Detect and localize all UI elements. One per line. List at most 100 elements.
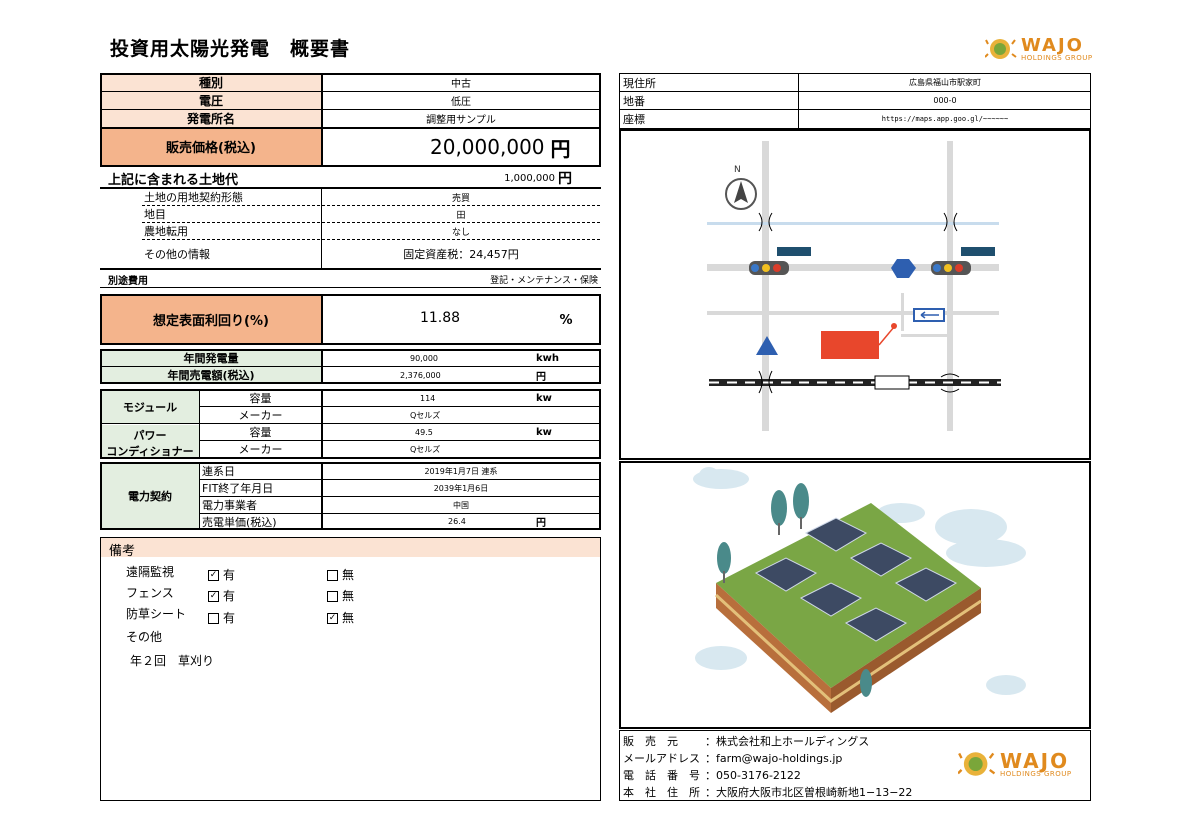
notes-title: 備考 xyxy=(109,544,136,559)
location-divider xyxy=(798,73,799,129)
equipment-divider-2 xyxy=(321,389,323,459)
north-label: N xyxy=(734,165,741,175)
coord-label: 座標 xyxy=(623,113,645,126)
remote-no-checkbox[interactable] xyxy=(327,570,338,581)
land-unit: 円 xyxy=(558,171,572,187)
pcs-cap-value: 49.5 xyxy=(415,427,433,437)
power-company-label: 電力事業者 xyxy=(202,499,257,512)
site-illustration-panel xyxy=(619,461,1091,729)
tel-label: 電 話 番 号 xyxy=(623,769,700,782)
fence-yes-text: 有 xyxy=(223,589,236,603)
pcs-maker-value: Qセルズ xyxy=(410,444,441,454)
lot-label: 地番 xyxy=(623,94,645,108)
annual-sales-label: 年間売電額(税込) xyxy=(101,367,321,383)
power-date-label: 連系日 xyxy=(202,465,235,478)
weed-no-checkbox[interactable]: ✓ xyxy=(327,613,338,624)
annual-sales-unit: 円 xyxy=(536,371,546,383)
fence-yes-option[interactable]: ✓有 xyxy=(208,587,235,604)
remote-yes-option[interactable]: ✓有 xyxy=(208,566,235,583)
module-cap-unit: kw xyxy=(536,392,552,404)
basic-table-border xyxy=(100,73,601,167)
weed-yes-text: 有 xyxy=(223,611,236,625)
land-contract-value: 売買 xyxy=(451,193,470,204)
basic-divider xyxy=(321,73,323,167)
voltage-value: 低圧 xyxy=(451,97,471,108)
fence-no-option[interactable]: 無 xyxy=(327,587,354,604)
power-price-value: 26.4 xyxy=(448,517,466,526)
logo-sub: HOLDINGS GROUP xyxy=(1021,53,1093,62)
footer-logo-name: WAJO xyxy=(1000,748,1070,773)
mail-value[interactable]: ：farm@wajo-holdings.jp xyxy=(705,752,843,765)
solar-farm-illustration xyxy=(693,467,1026,713)
fence-yes-checkbox[interactable]: ✓ xyxy=(208,591,219,602)
land-conversion-label: 農地転用 xyxy=(144,225,188,238)
equipment-divider-1 xyxy=(199,389,200,459)
land-line xyxy=(100,187,601,189)
weed-yes-checkbox[interactable] xyxy=(208,613,219,624)
seller-value: ：株式会社和上ホールディングス xyxy=(705,735,870,748)
pcs-label-2: コンディショナー xyxy=(106,445,194,458)
extra-cost-label: 別途費用 xyxy=(108,275,148,287)
plant-value: 調整用サンプル xyxy=(426,115,496,126)
fence-no-checkbox[interactable] xyxy=(327,591,338,602)
voltage-label: 電圧 xyxy=(101,92,321,109)
wajo-logo-icon xyxy=(985,39,1017,59)
module-cap-label: 容量 xyxy=(249,392,272,405)
mail-label: メールアドレス xyxy=(623,752,700,765)
power-price-label: 売電単価(税込) xyxy=(202,515,277,529)
module-maker-value: Qセルズ xyxy=(410,410,441,420)
land-contract-label: 土地の用地契約形態 xyxy=(144,191,243,204)
notes-header: 備考 xyxy=(101,538,600,559)
land-other-label: その他の情報 xyxy=(144,248,210,261)
north-compass-icon xyxy=(725,178,757,210)
module-cap-value: 114 xyxy=(420,393,436,403)
location-border xyxy=(619,73,1091,129)
yield-value: 11.88 xyxy=(419,310,461,326)
location-line-1 xyxy=(619,91,1091,92)
coord-value[interactable]: https://maps.app.goo.gl/~~~~~~ xyxy=(881,115,1009,123)
land-other-value: 固定資産税：24,457円 xyxy=(403,248,519,261)
land-divider xyxy=(321,189,322,269)
hq-value: ：大阪府大阪市北区曽根崎新地1−13−22 xyxy=(705,786,913,799)
weed-yes-option[interactable]: 有 xyxy=(208,609,235,626)
footer-logo-sub: HOLDINGS GROUP xyxy=(1000,769,1072,778)
land-dash-1 xyxy=(142,205,600,206)
pcs-label-1: パワー xyxy=(133,429,167,442)
equipment-line-3 xyxy=(199,440,601,441)
module-maker-label: メーカー xyxy=(238,409,283,422)
pcs-cap-unit: kw xyxy=(536,426,552,438)
land-category-label: 地目 xyxy=(144,208,166,221)
yield-unit: % xyxy=(559,312,573,328)
map-panel: N xyxy=(619,129,1091,460)
addr-value: 広島県福山市駅家町 xyxy=(909,78,981,87)
tel-value[interactable]: ：050-3176-2122 xyxy=(705,769,801,782)
equipment-line-1 xyxy=(199,406,601,407)
weed-no-option[interactable]: ✓無 xyxy=(327,609,354,626)
land-conversion-value: なし xyxy=(451,227,470,238)
land-category-value: 田 xyxy=(456,210,466,221)
plant-label: 発電所名 xyxy=(101,110,321,127)
extra-bottom-line xyxy=(100,287,601,288)
land-value: 1,000,000 xyxy=(504,173,555,184)
footer-wajo-logo-icon xyxy=(958,752,996,776)
type-value: 中古 xyxy=(451,79,471,90)
remote-yes-text: 有 xyxy=(223,568,236,582)
remote-label: 遠隔監視 xyxy=(126,565,175,579)
price-value: 20,000,000 xyxy=(430,135,545,159)
annual-line xyxy=(100,366,601,367)
location-line-2 xyxy=(619,109,1091,110)
power-line-2 xyxy=(199,496,601,497)
page-title: 投資用太陽光発電 概要書 xyxy=(110,38,351,60)
power-line-1 xyxy=(199,479,601,480)
land-dash-2 xyxy=(142,222,600,223)
remote-yes-checkbox[interactable]: ✓ xyxy=(208,570,219,581)
type-label: 種別 xyxy=(101,74,321,91)
power-line-3 xyxy=(199,513,601,514)
price-unit: 円 xyxy=(550,136,571,161)
yield-label: 想定表面利回り(%) xyxy=(101,295,321,344)
remote-no-option[interactable]: 無 xyxy=(327,566,354,583)
annual-sales-value: 2,376,000 xyxy=(400,370,441,380)
yield-border xyxy=(100,294,601,345)
annual-gen-value: 90,000 xyxy=(410,353,438,363)
basic-line-3 xyxy=(100,127,601,129)
